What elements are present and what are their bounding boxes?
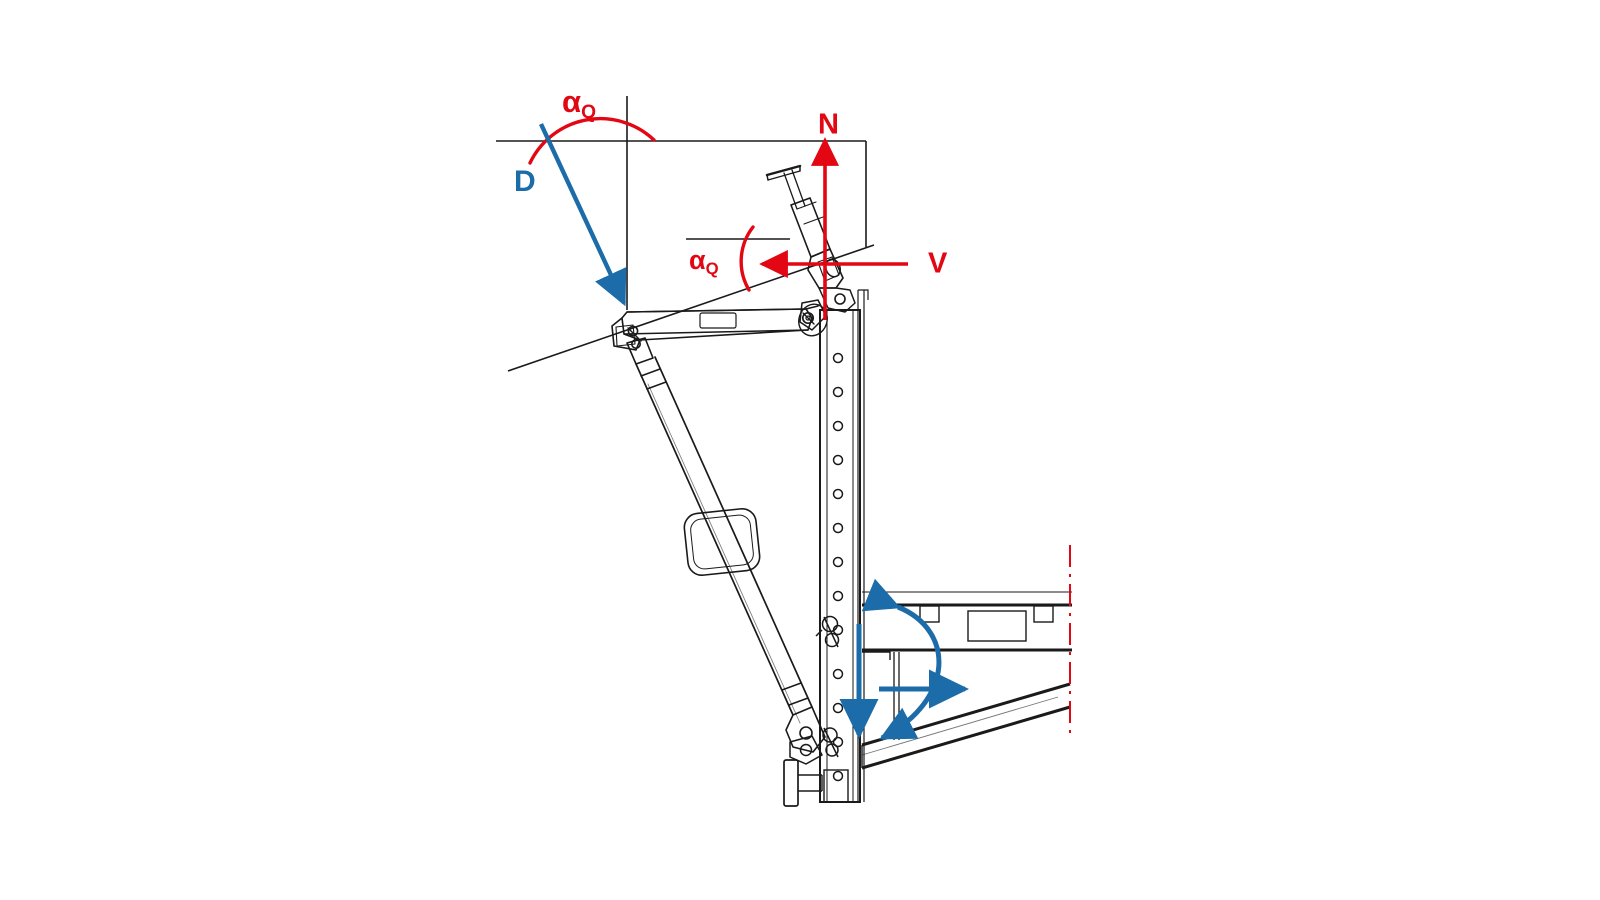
boom-tip-bracket bbox=[611, 317, 641, 351]
hydraulic-cylinder-assembly bbox=[765, 164, 856, 337]
latch-tail bbox=[815, 629, 823, 637]
mast-hole bbox=[832, 668, 844, 680]
boom-arm-body bbox=[621, 308, 813, 341]
mast-hole bbox=[832, 454, 844, 466]
base-knuckle-pin bbox=[799, 743, 813, 757]
inclined-lower-beam bbox=[861, 682, 1071, 770]
base-knuckle bbox=[789, 735, 823, 765]
mast-hole bbox=[832, 386, 844, 398]
force-V-label: V bbox=[928, 248, 948, 280]
alpha-upper-arc bbox=[528, 116, 656, 165]
cylinder-t-handle bbox=[765, 164, 802, 177]
mast-latch-mid bbox=[815, 615, 840, 648]
base-foot-assembly bbox=[783, 735, 823, 807]
alpha-upper-label: αQ bbox=[562, 84, 596, 123]
cylinder-pivot-pin bbox=[834, 293, 846, 305]
strut-mid-collar-inner bbox=[690, 514, 754, 570]
cylinder-pivot-bracket bbox=[818, 287, 856, 313]
beam-inner-step bbox=[862, 651, 891, 660]
force-N-label: N bbox=[818, 109, 839, 141]
strut-foot-pin bbox=[799, 726, 813, 740]
strut-inner-line bbox=[647, 383, 801, 724]
angle-arc-lower bbox=[739, 225, 755, 292]
alpha-upper-symbol: α bbox=[562, 84, 581, 119]
mast-hole bbox=[832, 736, 844, 748]
mast-hole bbox=[832, 522, 844, 534]
alpha-lower-label: αQ bbox=[689, 245, 719, 278]
boom-root-link bbox=[802, 312, 815, 325]
boom-axis-line bbox=[507, 244, 875, 372]
upper-boom-assembly bbox=[611, 305, 819, 351]
mast-hole bbox=[832, 352, 844, 364]
force-vector-D bbox=[539, 123, 627, 307]
alpha-lower-arc bbox=[739, 225, 755, 292]
angle-arc-upper bbox=[528, 116, 656, 165]
strut-outer-tube-left bbox=[635, 363, 794, 716]
strut-outer-tube-right bbox=[654, 356, 813, 708]
cylinder-t-handle-back bbox=[767, 170, 801, 181]
lower-chassis-beam bbox=[862, 591, 1072, 740]
mast-hole bbox=[832, 590, 844, 602]
beam-bracket-right bbox=[1033, 605, 1054, 623]
inclined-beam-upper-edge bbox=[861, 682, 1071, 747]
beam-label-plate bbox=[967, 610, 1027, 642]
mast-rail-top-cap bbox=[858, 289, 869, 300]
mast-pin-holes bbox=[832, 352, 844, 782]
alpha-lower-symbol: α bbox=[689, 245, 706, 275]
strut-joint-collar-2b bbox=[788, 697, 809, 706]
mast-latch-lower bbox=[822, 727, 839, 758]
reference-geometry bbox=[496, 96, 875, 372]
strut-foot-bracket bbox=[785, 706, 826, 753]
alpha-upper-subscript: Q bbox=[581, 102, 596, 123]
latch-hook bbox=[823, 616, 839, 648]
mast-bottom-block bbox=[823, 769, 849, 803]
boom-arm-plate bbox=[699, 312, 737, 329]
diagonal-telescopic-strut bbox=[626, 337, 826, 753]
label-layer: αQ D αQ N V bbox=[514, 84, 948, 279]
cylinder-handle-end-l bbox=[766, 174, 769, 181]
inclined-beam-thin-edge bbox=[861, 696, 1059, 756]
force-D-arrow bbox=[539, 123, 627, 307]
mast-hole bbox=[832, 702, 844, 714]
latch-hook-2 bbox=[823, 727, 839, 758]
base-foot-plate bbox=[783, 759, 799, 807]
boom-tip-pin bbox=[627, 325, 639, 337]
inclined-beam-lower-edge bbox=[861, 705, 1071, 770]
alpha-lower-subscript: Q bbox=[706, 259, 719, 278]
beam-bracket-left bbox=[919, 605, 940, 623]
mast-hole bbox=[832, 770, 844, 782]
mast-hole bbox=[832, 488, 844, 500]
motion-arrows-blue bbox=[839, 578, 970, 741]
strut-mid-collar bbox=[683, 507, 761, 577]
boom-arm-lower-edge bbox=[623, 329, 809, 335]
motion-arc-swing bbox=[861, 578, 942, 741]
mast-hole bbox=[832, 556, 844, 568]
boom-root-pin bbox=[801, 311, 815, 325]
force-D-label: D bbox=[514, 165, 536, 198]
boom-tip-link bbox=[627, 327, 642, 342]
cylinder-barrel-seam-2 bbox=[803, 216, 824, 225]
cylinder-lower-cap bbox=[798, 303, 828, 337]
boom-tip-bracket-inner bbox=[615, 324, 636, 347]
boom-root-pin-inner bbox=[805, 315, 811, 321]
cylinder-barrel-seam-1 bbox=[796, 201, 817, 210]
strut-head-bracket bbox=[626, 337, 654, 365]
strut-joint-collar-1 bbox=[640, 368, 661, 377]
mast-outer-profile bbox=[819, 309, 861, 803]
mast-hole bbox=[832, 420, 844, 432]
